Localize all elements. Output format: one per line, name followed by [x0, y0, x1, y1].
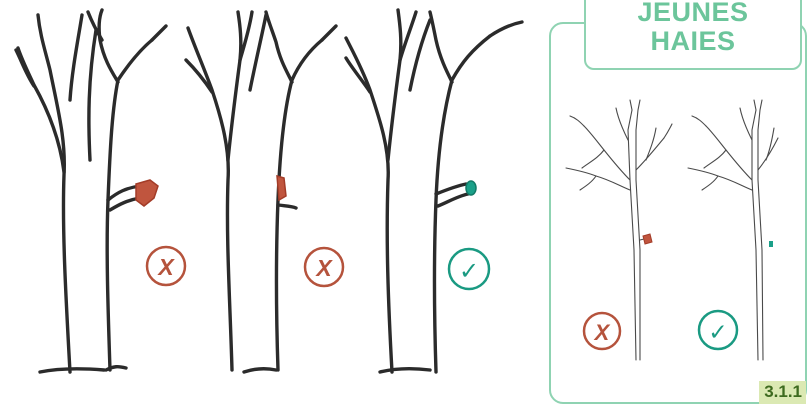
section-number-badge: 3.1.1 [759, 381, 806, 404]
young-hedges-panel [549, 22, 807, 404]
wrong-mark-3-label: X [593, 320, 611, 345]
long-stub-cut [135, 179, 159, 207]
correct-mark-2-label: ✓ [708, 320, 727, 346]
wrong-mark-1-label: X [156, 254, 175, 280]
correct-mark-1-label: ✓ [459, 257, 479, 285]
correct-mark-1: ✓ [447, 247, 491, 291]
section-title-tab: JEUNES HAIES [584, 0, 802, 70]
flush-cut [276, 174, 287, 202]
wrong-mark-2-label: X [314, 255, 333, 281]
tree-2-drawing [184, 10, 338, 374]
correct-cut [465, 180, 477, 196]
correct-mark-2: ✓ [697, 309, 739, 351]
wrong-mark-1: X [145, 245, 187, 287]
young-tree-2-drawing [687, 99, 779, 361]
young-tree-1-drawing [565, 99, 673, 361]
wrong-mark-3: X [582, 311, 622, 351]
tree-3-drawing [344, 8, 524, 374]
wrong-mark-2: X [303, 246, 345, 288]
section-title-line-2: HAIES [650, 26, 736, 56]
section-title-line-1: JEUNES [637, 0, 749, 27]
tree-1-drawing [14, 8, 168, 374]
